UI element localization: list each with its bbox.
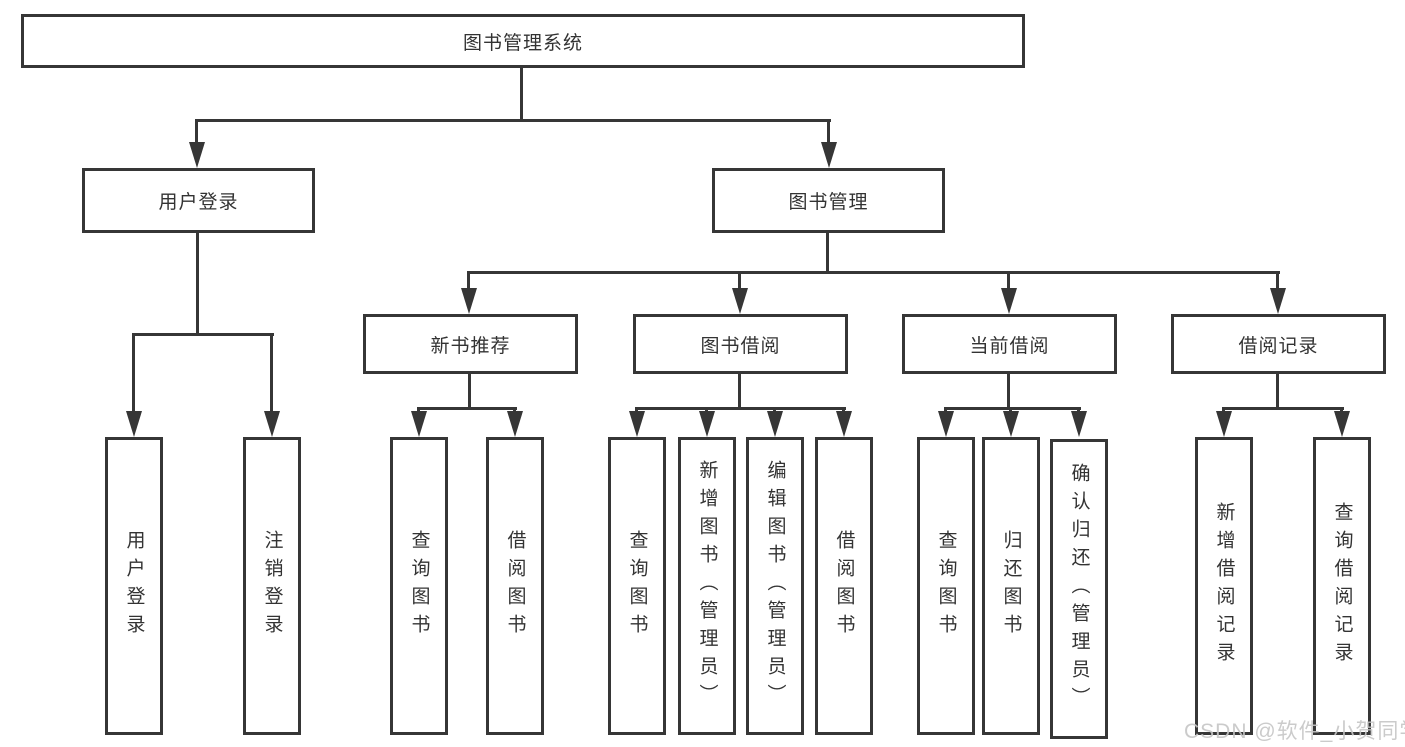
node-label: 借阅图书 <box>833 530 855 642</box>
node-recommend-query-books: 查询图书 <box>390 437 448 735</box>
node-label: 新增借阅记录 <box>1213 502 1235 670</box>
node-new-book-recommendation: 新书推荐 <box>363 314 578 374</box>
connector-line <box>1276 271 1279 290</box>
node-label: 用户登录 <box>158 192 239 213</box>
node-borrowing-edit-books-admin: 编辑图书（管理员） <box>746 437 804 735</box>
node-label: 注销登录 <box>261 530 283 642</box>
connector-line <box>1276 374 1279 408</box>
arrowhead-down-icon <box>1334 411 1350 437</box>
node-label: 当前借阅 <box>969 335 1050 357</box>
connector-line <box>195 119 831 122</box>
connector-line <box>196 233 199 336</box>
node-borrowing-borrow-books: 借阅图书 <box>815 437 873 735</box>
node-label: 借阅记录 <box>1238 335 1319 357</box>
node-current-return-books: 归还图书 <box>982 437 1040 735</box>
node-label: 归还图书 <box>1000 530 1022 642</box>
connector-line <box>635 407 846 410</box>
node-label: 图书管理 <box>788 192 869 213</box>
arrowhead-down-icon <box>699 411 715 437</box>
node-user-login: 用户登录 <box>82 168 315 233</box>
connector-line <box>827 119 830 144</box>
arrowhead-down-icon <box>938 411 954 437</box>
node-borrowing-query-books: 查询图书 <box>608 437 666 735</box>
connector-line <box>738 374 741 408</box>
arrowhead-down-icon <box>411 411 427 437</box>
connector-line <box>826 233 829 274</box>
node-label: 新书推荐 <box>430 335 511 357</box>
node-user-login-action: 用户登录 <box>105 437 163 735</box>
arrowhead-down-icon <box>821 142 837 168</box>
node-current-confirm-return-admin: 确认归还（管理员） <box>1050 439 1108 739</box>
connector-line <box>270 333 273 411</box>
node-label: 借阅图书 <box>504 530 526 642</box>
arrowhead-down-icon <box>1270 288 1286 314</box>
connector-line <box>1007 271 1010 290</box>
connector-line <box>738 271 741 290</box>
arrowhead-down-icon <box>461 288 477 314</box>
node-library-management-system: 图书管理系统 <box>21 14 1025 68</box>
connector-line <box>132 333 135 411</box>
node-current-borrowing: 当前借阅 <box>902 314 1117 374</box>
node-label: 编辑图书（管理员） <box>764 460 786 712</box>
node-borrowing-records: 借阅记录 <box>1171 314 1386 374</box>
arrowhead-down-icon <box>1003 411 1019 437</box>
node-recommend-borrow-books: 借阅图书 <box>486 437 544 735</box>
arrowhead-down-icon <box>1001 288 1017 314</box>
connector-line <box>467 271 1280 274</box>
connector-line <box>520 68 523 121</box>
node-current-query-books: 查询图书 <box>917 437 975 735</box>
connector-line <box>132 333 274 336</box>
node-logout: 注销登录 <box>243 437 301 735</box>
arrowhead-down-icon <box>1071 411 1087 437</box>
node-records-query-borrow-record: 查询借阅记录 <box>1313 437 1371 735</box>
connector-line <box>468 374 471 408</box>
node-label: 查询图书 <box>935 530 957 642</box>
connector-line <box>417 407 517 410</box>
node-records-add-borrow-record: 新增借阅记录 <box>1195 437 1253 735</box>
node-book-management: 图书管理 <box>712 168 945 233</box>
connector-line <box>1007 374 1010 408</box>
connector-line <box>467 271 470 290</box>
node-book-borrowing: 图书借阅 <box>633 314 848 374</box>
arrowhead-down-icon <box>507 411 523 437</box>
node-label: 用户登录 <box>123 530 145 642</box>
arrowhead-down-icon <box>732 288 748 314</box>
arrowhead-down-icon <box>1216 411 1232 437</box>
arrowhead-down-icon <box>836 411 852 437</box>
arrowhead-down-icon <box>629 411 645 437</box>
node-label: 查询图书 <box>408 530 430 642</box>
connector-line <box>944 407 1081 410</box>
arrowhead-down-icon <box>264 411 280 437</box>
node-label: 查询借阅记录 <box>1331 502 1353 670</box>
connector-line <box>195 119 198 144</box>
arrowhead-down-icon <box>189 142 205 168</box>
arrowhead-down-icon <box>767 411 783 437</box>
connector-line <box>1222 407 1344 410</box>
arrowhead-down-icon <box>126 411 142 437</box>
node-label: 查询图书 <box>626 530 648 642</box>
node-label: 图书管理系统 <box>462 32 583 54</box>
node-label: 图书借阅 <box>700 335 781 357</box>
node-label: 新增图书（管理员） <box>696 460 718 712</box>
csdn-watermark: CSDN @软件_小贺同学 <box>1184 720 1405 743</box>
node-label: 确认归还（管理员） <box>1068 463 1090 715</box>
node-borrowing-add-books-admin: 新增图书（管理员） <box>678 437 736 735</box>
